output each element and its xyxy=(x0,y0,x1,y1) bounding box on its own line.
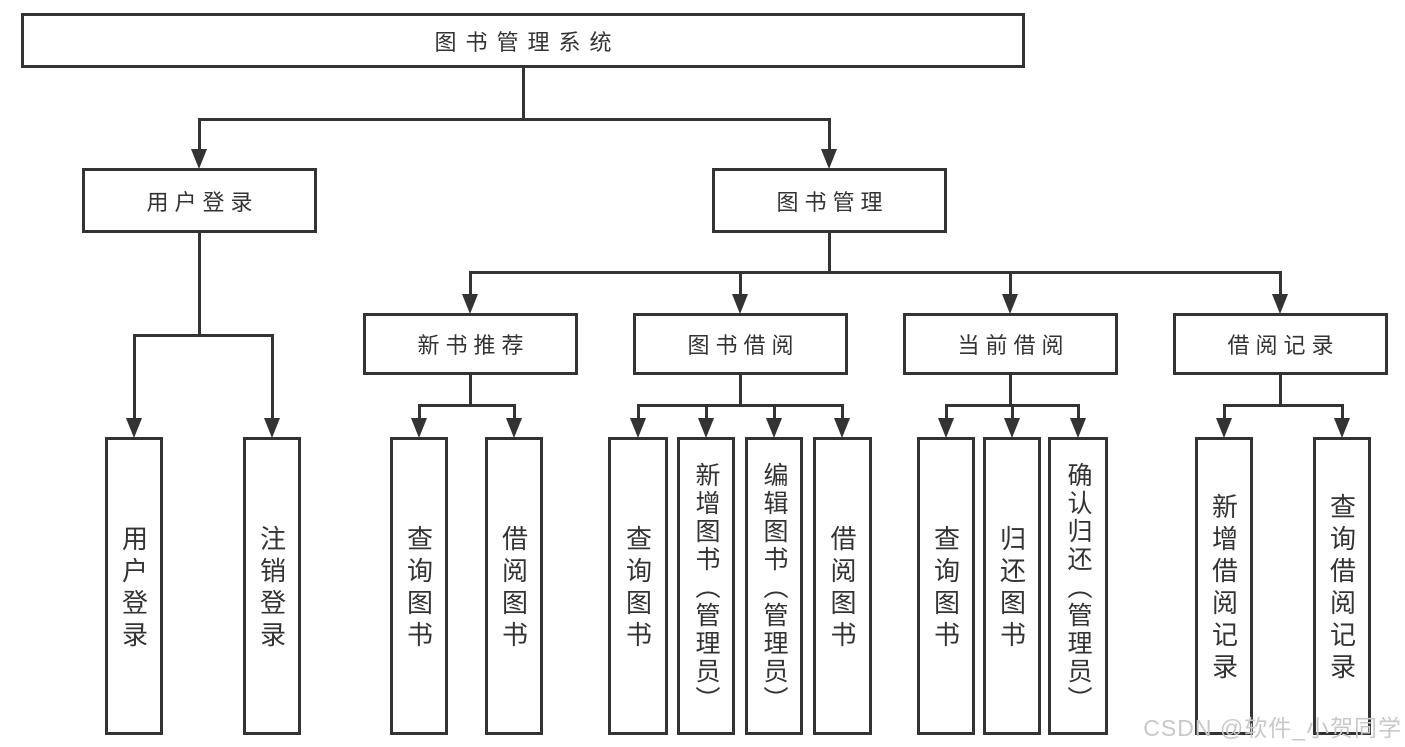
node-current-borrow-label: 当前借阅 xyxy=(957,333,1070,358)
node-leaf-borrow-books-1: 借阅图书 xyxy=(485,437,543,735)
node-leaf-borrow-books-2-label: 借阅图书 xyxy=(827,525,857,653)
node-leaf-edit-books-admin: 编辑图书（管理员） xyxy=(745,437,803,735)
connector-arrow-shaft xyxy=(270,335,274,418)
connector-arrow-shaft xyxy=(469,272,472,294)
node-book-management-label: 图书管理 xyxy=(776,189,889,215)
node-leaf-return-books: 归还图书 xyxy=(983,437,1041,735)
node-leaf-user-login: 用户登录 xyxy=(105,437,163,735)
node-leaf-query-books-3-label: 查询图书 xyxy=(930,525,961,653)
node-new-book-recommend-label: 新书推荐 xyxy=(417,333,530,358)
connector-arrow-shaft xyxy=(1009,272,1012,294)
connector-stem xyxy=(521,68,525,121)
csdn-watermark: CSDN @软件_小贺同学 xyxy=(1143,715,1402,741)
connector-stem xyxy=(1279,375,1282,407)
connector-rail xyxy=(636,403,844,407)
node-new-book-recommend: 新书推荐 xyxy=(363,313,578,375)
connector-rail xyxy=(132,333,274,337)
node-leaf-query-books-2-label: 查询图书 xyxy=(622,525,653,653)
node-leaf-borrow-books-1-label: 借阅图书 xyxy=(498,525,529,653)
node-leaf-user-login-label: 用户登录 xyxy=(118,525,149,653)
node-current-borrow: 当前借阅 xyxy=(903,313,1118,375)
node-leaf-add-borrow-record: 新增借阅记录 xyxy=(1195,437,1253,735)
connector-rail xyxy=(1222,403,1344,407)
connector-rail xyxy=(198,117,831,121)
arrowhead-down-icon xyxy=(834,418,850,438)
arrowhead-down-icon xyxy=(462,294,478,314)
connector-rail xyxy=(469,270,1282,274)
node-leaf-borrow-books-2: 借阅图书 xyxy=(813,437,872,735)
node-book-management: 图书管理 xyxy=(712,168,947,233)
node-root: 图书管理系统 xyxy=(21,13,1025,68)
arrowhead-down-icon xyxy=(732,294,748,314)
arrowhead-down-icon xyxy=(505,418,522,438)
connector-arrow-shaft xyxy=(944,405,948,418)
connector-arrow-shaft xyxy=(1279,272,1282,294)
arrowhead-down-icon xyxy=(1333,418,1350,438)
connector-arrow-shaft xyxy=(1010,405,1014,418)
node-borrow-records: 借阅记录 xyxy=(1173,313,1388,375)
arrowhead-down-icon xyxy=(629,418,646,438)
connector-arrow-shaft xyxy=(198,119,201,149)
arrowhead-down-icon xyxy=(263,418,280,438)
node-root-label: 图书管理系统 xyxy=(434,29,621,55)
connector-stem xyxy=(198,233,201,337)
node-leaf-add-borrow-record-label: 新增借阅记录 xyxy=(1208,493,1239,685)
arrowhead-down-icon xyxy=(697,418,714,438)
arrowhead-down-icon xyxy=(765,418,782,438)
connector-stem xyxy=(1009,375,1012,407)
arrowhead-down-icon xyxy=(937,418,954,438)
arrowhead-down-icon xyxy=(821,149,837,169)
arrowhead-down-icon xyxy=(1003,418,1020,438)
node-user-login: 用户登录 xyxy=(82,168,317,233)
node-book-borrow-label: 图书借阅 xyxy=(687,333,800,358)
connector-stem xyxy=(828,233,831,274)
connector-arrow-shaft xyxy=(841,405,844,418)
connector-arrow-shaft xyxy=(772,405,776,418)
node-leaf-query-books-2: 查询图书 xyxy=(608,437,668,735)
node-leaf-query-borrow-record: 查询借阅记录 xyxy=(1313,437,1371,735)
node-leaf-confirm-return-admin-label: 确认归还（管理员） xyxy=(1064,461,1092,714)
node-leaf-query-books-1: 查询图书 xyxy=(390,437,448,735)
connector-arrow-shaft xyxy=(132,335,136,418)
node-leaf-logout: 注销登录 xyxy=(243,437,301,735)
connector-rail xyxy=(417,403,516,407)
arrowhead-down-icon xyxy=(410,418,427,438)
connector-arrow-shaft xyxy=(1340,405,1344,418)
node-leaf-edit-books-admin-label: 编辑图书（管理员） xyxy=(760,461,788,714)
arrowhead-down-icon xyxy=(1215,418,1232,438)
connector-arrow-shaft xyxy=(739,272,742,294)
arrowhead-down-icon xyxy=(1002,294,1018,314)
node-leaf-add-books-admin: 新增图书（管理员） xyxy=(677,437,735,735)
node-borrow-records-label: 借阅记录 xyxy=(1227,333,1340,358)
arrowhead-down-icon xyxy=(1272,294,1288,314)
connector-stem xyxy=(469,375,472,407)
connector-arrow-shaft xyxy=(1222,405,1226,418)
node-leaf-return-books-label: 归还图书 xyxy=(996,525,1027,653)
arrowhead-down-icon xyxy=(125,418,142,438)
node-user-login-label: 用户登录 xyxy=(146,189,259,215)
connector-arrow-shaft xyxy=(636,405,640,418)
arrowhead-down-icon xyxy=(1069,418,1086,438)
node-leaf-logout-label: 注销登录 xyxy=(256,525,287,653)
node-leaf-add-books-admin-label: 新增图书（管理员） xyxy=(692,461,720,714)
connector-arrow-shaft xyxy=(512,405,516,418)
node-book-borrow: 图书借阅 xyxy=(633,313,848,375)
connector-arrow-shaft xyxy=(704,405,708,418)
connector-arrow-shaft xyxy=(828,119,831,149)
arrowhead-down-icon xyxy=(191,149,207,169)
node-leaf-query-borrow-record-label: 查询借阅记录 xyxy=(1326,493,1357,685)
connector-stem xyxy=(739,375,742,407)
node-leaf-confirm-return-admin: 确认归还（管理员） xyxy=(1048,437,1108,735)
node-leaf-query-books-1-label: 查询图书 xyxy=(403,525,434,653)
connector-arrow-shaft xyxy=(1076,405,1080,418)
connector-arrow-shaft xyxy=(417,405,421,418)
node-leaf-query-books-3: 查询图书 xyxy=(917,437,975,735)
